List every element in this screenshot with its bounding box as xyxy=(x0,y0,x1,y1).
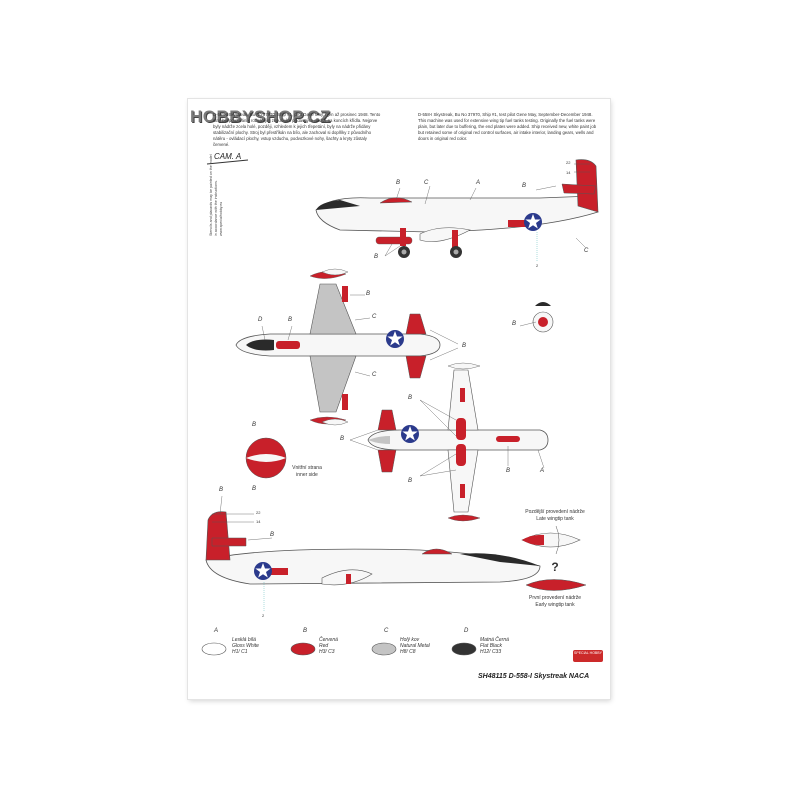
callout-b: B xyxy=(408,478,413,484)
stencil-number: 22 xyxy=(256,510,261,515)
question-mark: ? xyxy=(551,560,559,574)
callout-b: B xyxy=(462,343,467,349)
callout-b: B xyxy=(252,486,257,492)
early-wingtip-tank xyxy=(525,579,587,591)
stencil-number: 2 xyxy=(262,613,265,618)
legend-item-flat-black: Matná Černá Flat Black H12/ C33 xyxy=(480,637,509,655)
early-tank-label-cz: První provedení nádrže xyxy=(529,595,581,601)
description-english: D-558-I Skystreak, Bu No 37970, Ship #1,… xyxy=(418,112,597,141)
callout-c: C xyxy=(372,372,377,378)
callout-c: C xyxy=(372,314,377,320)
late-tank-label-en: Late wingtip tank xyxy=(536,516,574,522)
callout-b: B xyxy=(252,422,257,428)
camo-underline xyxy=(206,159,249,165)
callout-b: B xyxy=(288,317,293,323)
callout-c: C xyxy=(424,180,429,186)
callout-b: B xyxy=(270,532,275,538)
camo-label: CAM. A xyxy=(214,152,242,161)
callout-c: C xyxy=(584,248,589,254)
legend-letter: B xyxy=(303,628,308,634)
legend-letter: C xyxy=(384,628,389,634)
callout-b: B xyxy=(374,254,379,260)
top-view xyxy=(235,268,459,426)
stencil-number: 22 xyxy=(566,160,571,165)
inner-side-label-en: inner side xyxy=(296,472,318,478)
hobbyshop-logo: HOBBYSHOP.CZ xyxy=(190,107,331,126)
stencil-number: 14 xyxy=(566,170,571,175)
callout-b: B xyxy=(408,395,413,401)
callout-a: A xyxy=(540,468,545,474)
legend-item-red: Červená Red H3/ C3 xyxy=(319,637,338,655)
early-tank-label-en: Early wingtip tank xyxy=(535,602,575,608)
callout-b: B xyxy=(219,487,224,493)
legend-item-gloss-white: Lesklá bílá Gloss White H1/ C1 xyxy=(232,637,259,655)
callout-b: B xyxy=(366,291,371,297)
manufacturer-stamp: SPECIAL HOBBY xyxy=(573,650,603,662)
legend-letter: D xyxy=(464,628,469,634)
wingtip-tank-inner-side xyxy=(245,437,287,479)
late-wingtip-tank xyxy=(521,525,581,555)
left-side-profile xyxy=(205,495,541,612)
right-side-profile xyxy=(315,159,599,262)
description-czech: D-558-I Skystreak, Bu No 37970, Ship #1,… xyxy=(213,112,381,147)
sheet-title: SH48115 D-558-I Skystreak NACA xyxy=(478,673,590,680)
callout-b: B xyxy=(522,183,527,189)
stencil-number: 14 xyxy=(256,519,261,524)
legend-swatches xyxy=(201,642,477,656)
legend-letter: A xyxy=(214,628,219,634)
callout-b: B xyxy=(396,180,401,186)
stencil-number: 2 xyxy=(536,263,539,268)
callout-d: D xyxy=(258,317,263,323)
callout-a: A xyxy=(476,180,481,186)
legend-item-natural-metal: Holý kov Natural Metal H8/ C8 xyxy=(400,637,430,655)
callout-b: B xyxy=(340,436,345,442)
callout-b: B xyxy=(506,468,511,474)
nose-front-view xyxy=(519,302,554,333)
late-tank-label-cz: Pozdější provedení nádrže xyxy=(525,509,585,515)
inner-side-label-cz: Vnitřní strana xyxy=(292,465,322,471)
bottom-view xyxy=(349,362,549,522)
callout-b: B xyxy=(512,321,517,327)
